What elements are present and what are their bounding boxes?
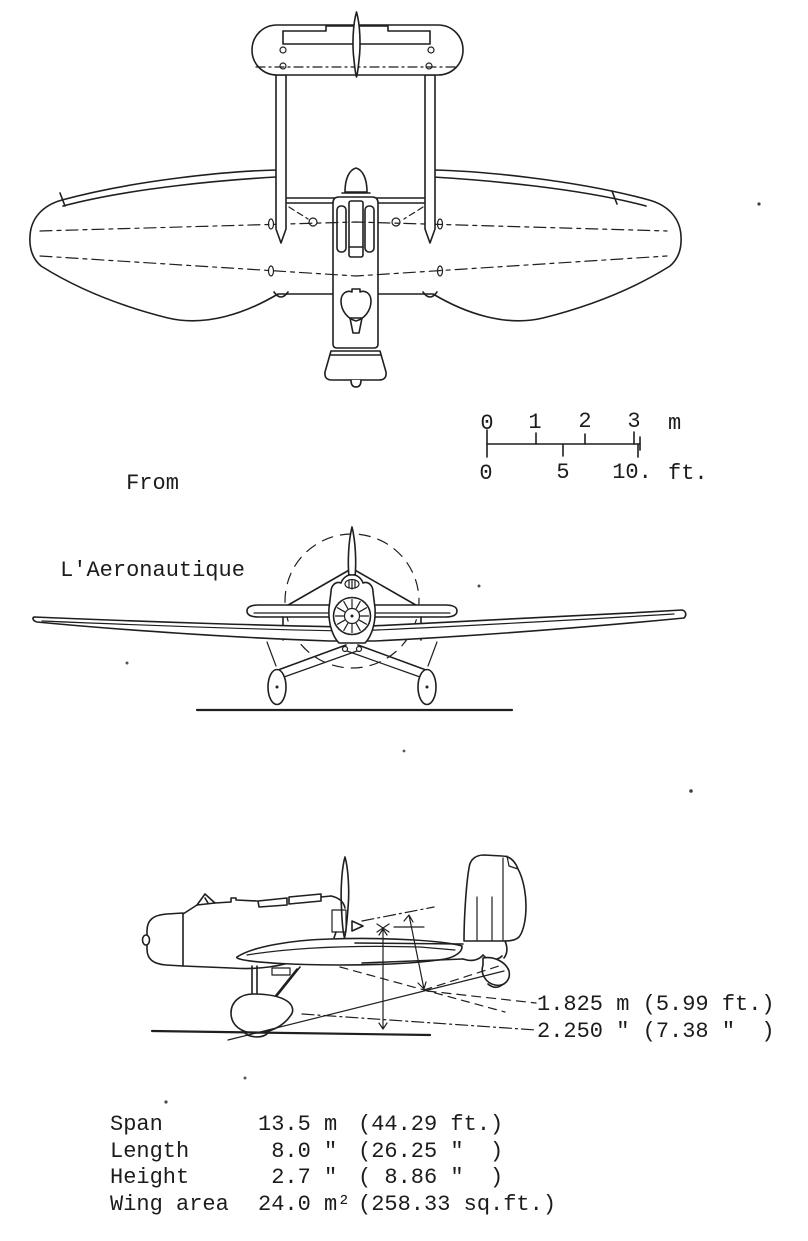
dim-label: Span [110, 1112, 163, 1137]
dim-label: Length [110, 1138, 190, 1164]
scale-m-3: 3 [627, 409, 640, 434]
dim-label: Height [110, 1165, 190, 1190]
side-view-drawing [141, 854, 537, 1041]
caption-line-2: L'Aeronautique [60, 558, 245, 583]
scale-ft-0: 0 [479, 461, 492, 486]
scale-bar: 0 1 2 3 m 0 5 10. ft. [479, 409, 708, 486]
dim-imperial: (44.29 ft.) [358, 1112, 504, 1137]
dim-metric: 13.5 m [258, 1112, 338, 1137]
height-annotation-2: 2.250 " (7.38 " ) [537, 1019, 775, 1044]
scale-ft-5: 5 [556, 460, 569, 485]
dim-imperial: (258.33 sq.ft.) [358, 1191, 557, 1217]
scale-ft-unit: ft. [668, 461, 708, 486]
ground-line-side [150, 1029, 432, 1037]
top-view-drawing [29, 11, 682, 388]
table-row: Span 13.5 m (44.29 ft.) [110, 1112, 556, 1139]
caption-line-1: From [126, 471, 179, 496]
dim-imperial: (26.25 " ) [358, 1138, 504, 1164]
dim-metric: 8.0 " [258, 1138, 338, 1164]
landing-gear-front [266, 641, 438, 706]
scale-ft-10: 10. [612, 460, 652, 485]
engine-cylinders [334, 598, 370, 634]
leader-height-1 [426, 990, 537, 1004]
scale-m-unit: m [668, 411, 681, 436]
table-row: Height 2.7 " ( 8.86 " ) [110, 1165, 556, 1192]
dim-label: Wing area [110, 1191, 229, 1217]
rear-fuselage-boom [271, 942, 464, 976]
table-row: Wing area 24.0 m² (258.33 sq.ft.) [110, 1192, 556, 1219]
wing-spar-lines [39, 206, 668, 277]
scale-m-0: 0 [480, 411, 493, 436]
fin-edge-view [352, 11, 361, 78]
fin-rudder [463, 854, 527, 942]
dim-imperial: ( 8.86 " ) [358, 1165, 504, 1190]
tail-booms [267, 74, 444, 298]
leader-height-2 [301, 1013, 537, 1031]
front-view-drawing [32, 526, 687, 712]
propeller-blade-side [340, 856, 350, 939]
landing-gear-side [230, 965, 301, 1038]
height-annotation-1: 1.825 m (5.99 ft.) [537, 992, 775, 1017]
engine-cowl-front [328, 574, 376, 644]
fuselage-nacelle [141, 893, 364, 970]
dimension-lines [227, 906, 537, 1041]
dimensions-table: Span 13.5 m (44.29 ft.) Length 8.0 " (26… [110, 1112, 556, 1218]
table-row: Length 8.0 " (26.25 " ) [110, 1139, 556, 1166]
scale-m-1: 1 [528, 410, 541, 435]
fin-struts [282, 568, 422, 609]
scale-m-2: 2 [578, 409, 591, 434]
center-nacelle [324, 167, 387, 388]
tailwheel [462, 940, 511, 989]
dim-metric: 2.7 " [258, 1165, 338, 1190]
source-caption: From L'Aeronautique [50, 411, 255, 643]
dim-metric: 24.0 m² [258, 1191, 351, 1217]
